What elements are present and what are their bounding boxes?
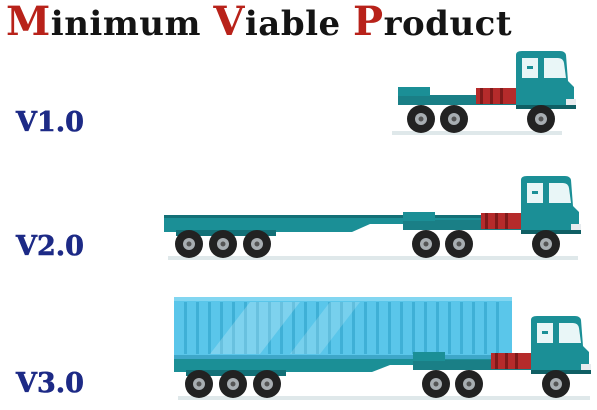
container-truck-icon (174, 297, 591, 400)
flatbed-trailer-truck-icon (164, 176, 581, 260)
page-title: Minimum Viable Product (6, 0, 596, 44)
title-initial-v: V (213, 0, 245, 45)
title-initial-p: P (353, 0, 384, 45)
title-word-minimum: inimum (50, 4, 214, 44)
version-label-v3: V3.0 (16, 368, 85, 400)
title-word-product: roduct (383, 4, 513, 44)
version-label-v2: V2.0 (16, 231, 85, 263)
version-label-v1: V1.0 (16, 107, 85, 139)
title-word-viable: iable (244, 4, 353, 44)
title-initial-m: M (6, 0, 51, 45)
truck-cab-icon (392, 51, 576, 135)
